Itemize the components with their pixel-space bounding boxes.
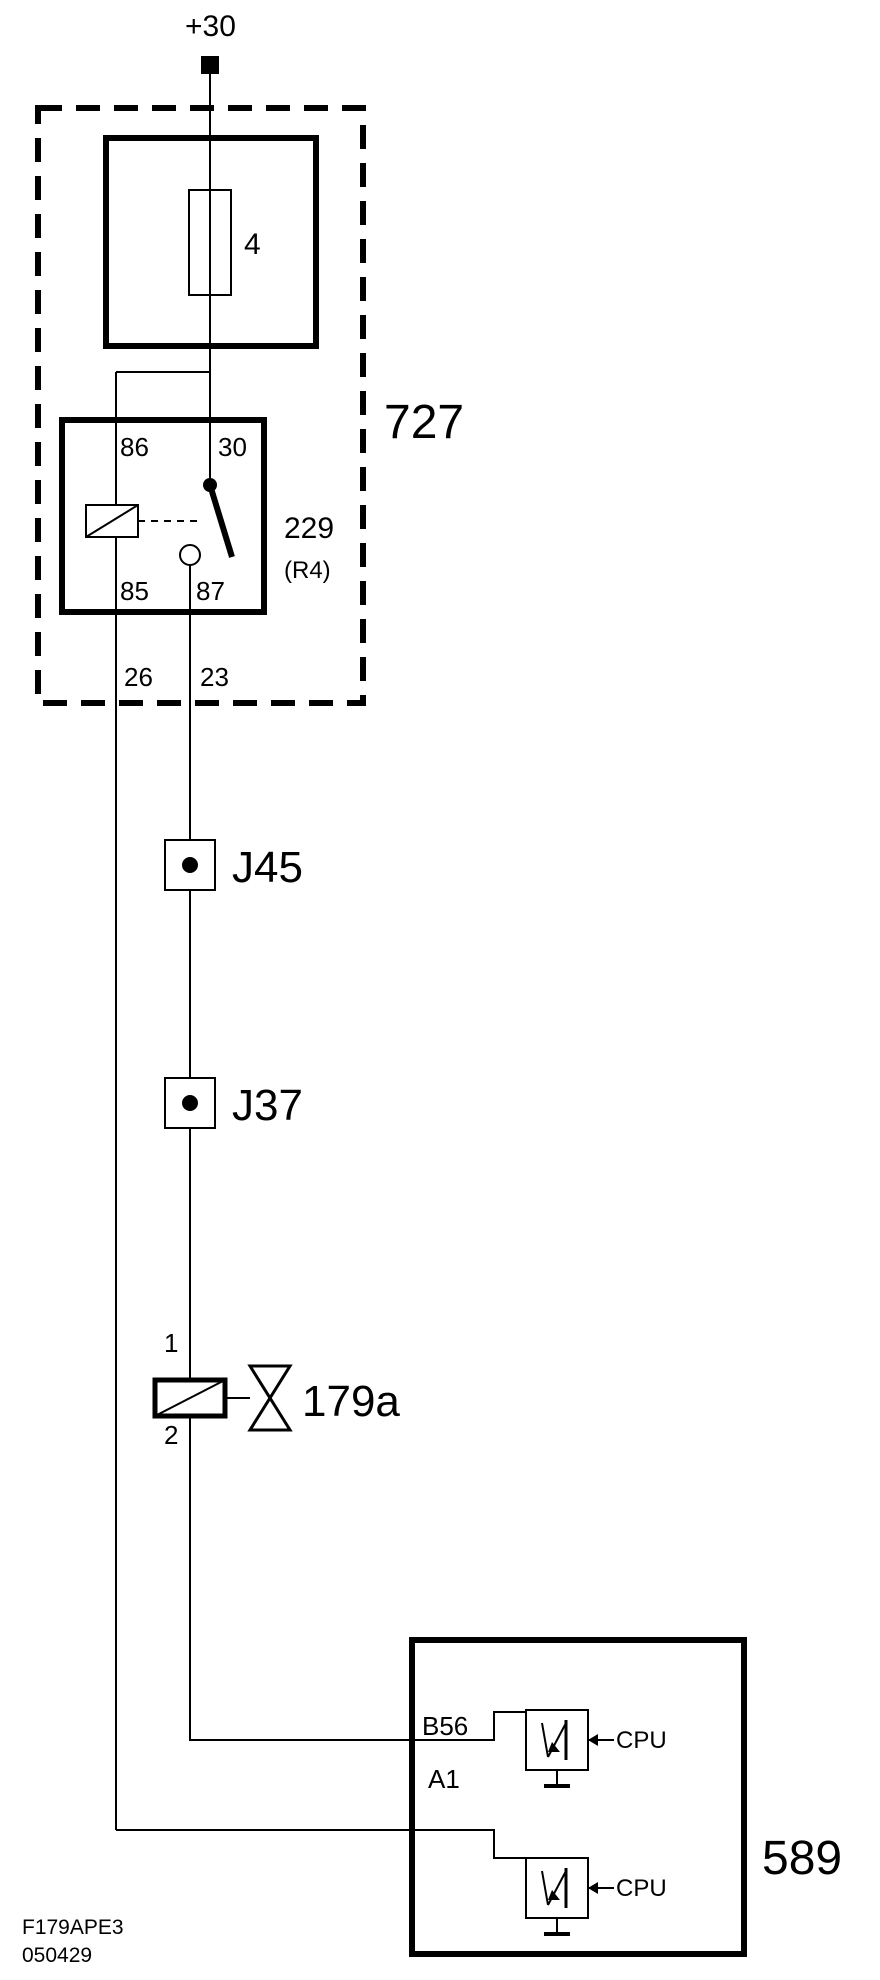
- module-727-label: 727: [384, 396, 464, 449]
- valve-icon: [247, 1364, 293, 1432]
- ecu-box: [409, 1637, 747, 1957]
- connector-j45-pin: [182, 857, 198, 873]
- valve-to-ecu-wire: [189, 1416, 480, 1741]
- connector-j37-pin: [182, 1095, 198, 1111]
- relay-pin-85: 85: [120, 576, 149, 606]
- ecu-pin-a1: A1: [428, 1764, 460, 1794]
- ecu-driver-1: [525, 1709, 614, 1788]
- supply-label: +30: [185, 10, 236, 43]
- ecu-internal-a1: [412, 1829, 540, 1859]
- relay-pin-87: 87: [196, 576, 225, 606]
- relay-contact-arm: [207, 484, 235, 558]
- ecu-driver-1-label: CPU: [616, 1727, 667, 1754]
- module-pin-23: 23: [200, 662, 229, 692]
- ecu-driver-2-label: CPU: [616, 1875, 667, 1902]
- module-727-enclosure: [35, 105, 366, 706]
- relay-coil-diagonal: [85, 504, 139, 538]
- valve-label: 179a: [302, 1377, 400, 1426]
- ecu-label: 589: [762, 1832, 842, 1885]
- footer-date: 050429: [22, 1944, 92, 1967]
- relay-pin-86: 86: [120, 432, 149, 462]
- relay-contact-87: [179, 544, 201, 566]
- footer-code: F179APE3: [22, 1916, 124, 1939]
- fuse-label: 4: [244, 228, 261, 261]
- ecu-internal-b56: [412, 1711, 540, 1741]
- connector-j37-label: J37: [232, 1081, 303, 1130]
- module-pin-26: 26: [124, 662, 153, 692]
- relay-sublabel: (R4): [284, 557, 331, 584]
- valve-coil-diagonal: [154, 1379, 226, 1417]
- ecu-driver-2: [525, 1857, 614, 1936]
- relay-box: [59, 417, 267, 615]
- relay-label: 229: [284, 512, 334, 545]
- valve-pin-1: 1: [164, 1328, 178, 1358]
- supply-terminal: [201, 56, 219, 74]
- valve-pin-2: 2: [164, 1420, 178, 1450]
- connector-j45-label: J45: [232, 843, 303, 892]
- relay-pin-30: 30: [218, 432, 247, 462]
- ecu-pin-b56: B56: [422, 1711, 468, 1741]
